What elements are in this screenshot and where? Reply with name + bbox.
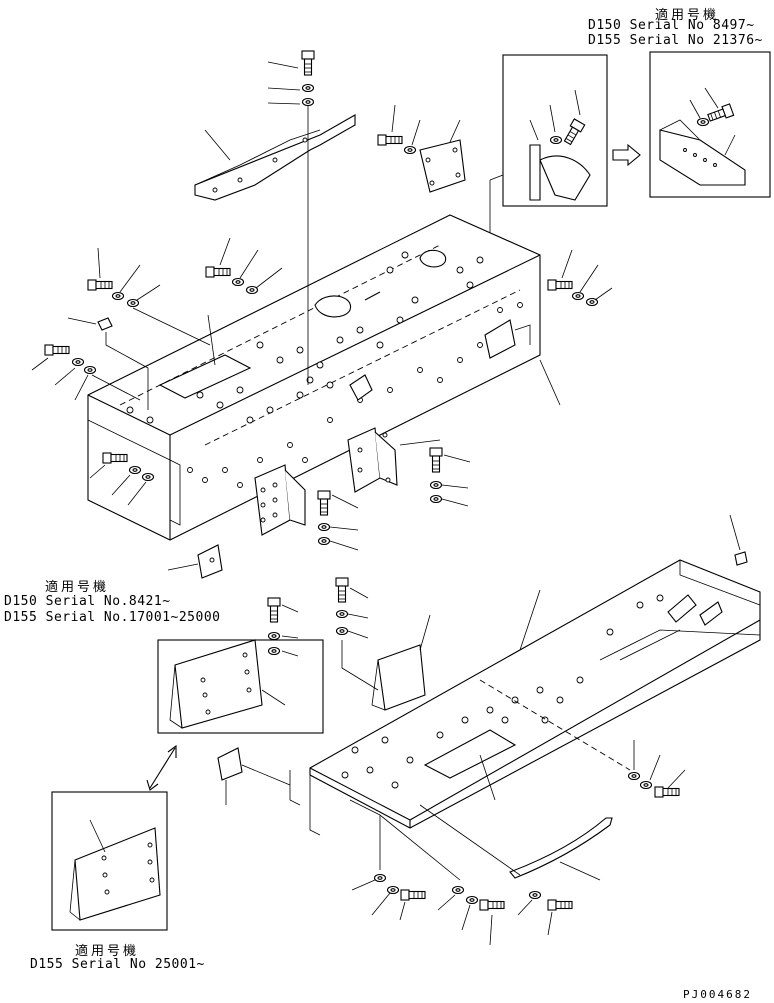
inset-plate-box bbox=[157, 639, 324, 734]
double-arrow-icon bbox=[146, 744, 177, 791]
note-bottom-left-heading: 適用号機 bbox=[75, 944, 140, 959]
top-bracket-plate bbox=[194, 114, 356, 201]
note-bottom-left-line1: D155 Serial No 25001~ bbox=[30, 957, 205, 972]
lower-clip bbox=[217, 747, 291, 805]
note-top-right-heading: 適用号機 bbox=[655, 8, 720, 23]
inset-step-box bbox=[649, 51, 771, 198]
note-top-right-line1: D150 Serial No 8497~ bbox=[588, 18, 755, 33]
bracket-left bbox=[254, 464, 306, 536]
note-mid-left-line1: D150 Serial No.8421~ bbox=[4, 594, 171, 609]
upper-frame bbox=[87, 214, 541, 541]
lower-bracket bbox=[371, 614, 431, 711]
note-top-right-line2: D155 Serial No 21376~ bbox=[588, 33, 763, 48]
lower-frame bbox=[289, 514, 761, 836]
arrow-right-icon bbox=[612, 143, 641, 167]
bracket-right bbox=[347, 427, 441, 493]
drawing-code: PJ004682 bbox=[683, 988, 752, 1001]
inset-bottom-box bbox=[51, 791, 168, 931]
grab-handle bbox=[509, 817, 613, 881]
cover-plate bbox=[419, 119, 466, 193]
nut bbox=[67, 317, 149, 410]
note-mid-left-heading: 適用号機 bbox=[45, 580, 110, 595]
inset-handle-box bbox=[502, 54, 608, 207]
small-clip bbox=[167, 544, 223, 579]
note-mid-left-line2: D155 Serial No.17001~25000 bbox=[4, 610, 221, 625]
